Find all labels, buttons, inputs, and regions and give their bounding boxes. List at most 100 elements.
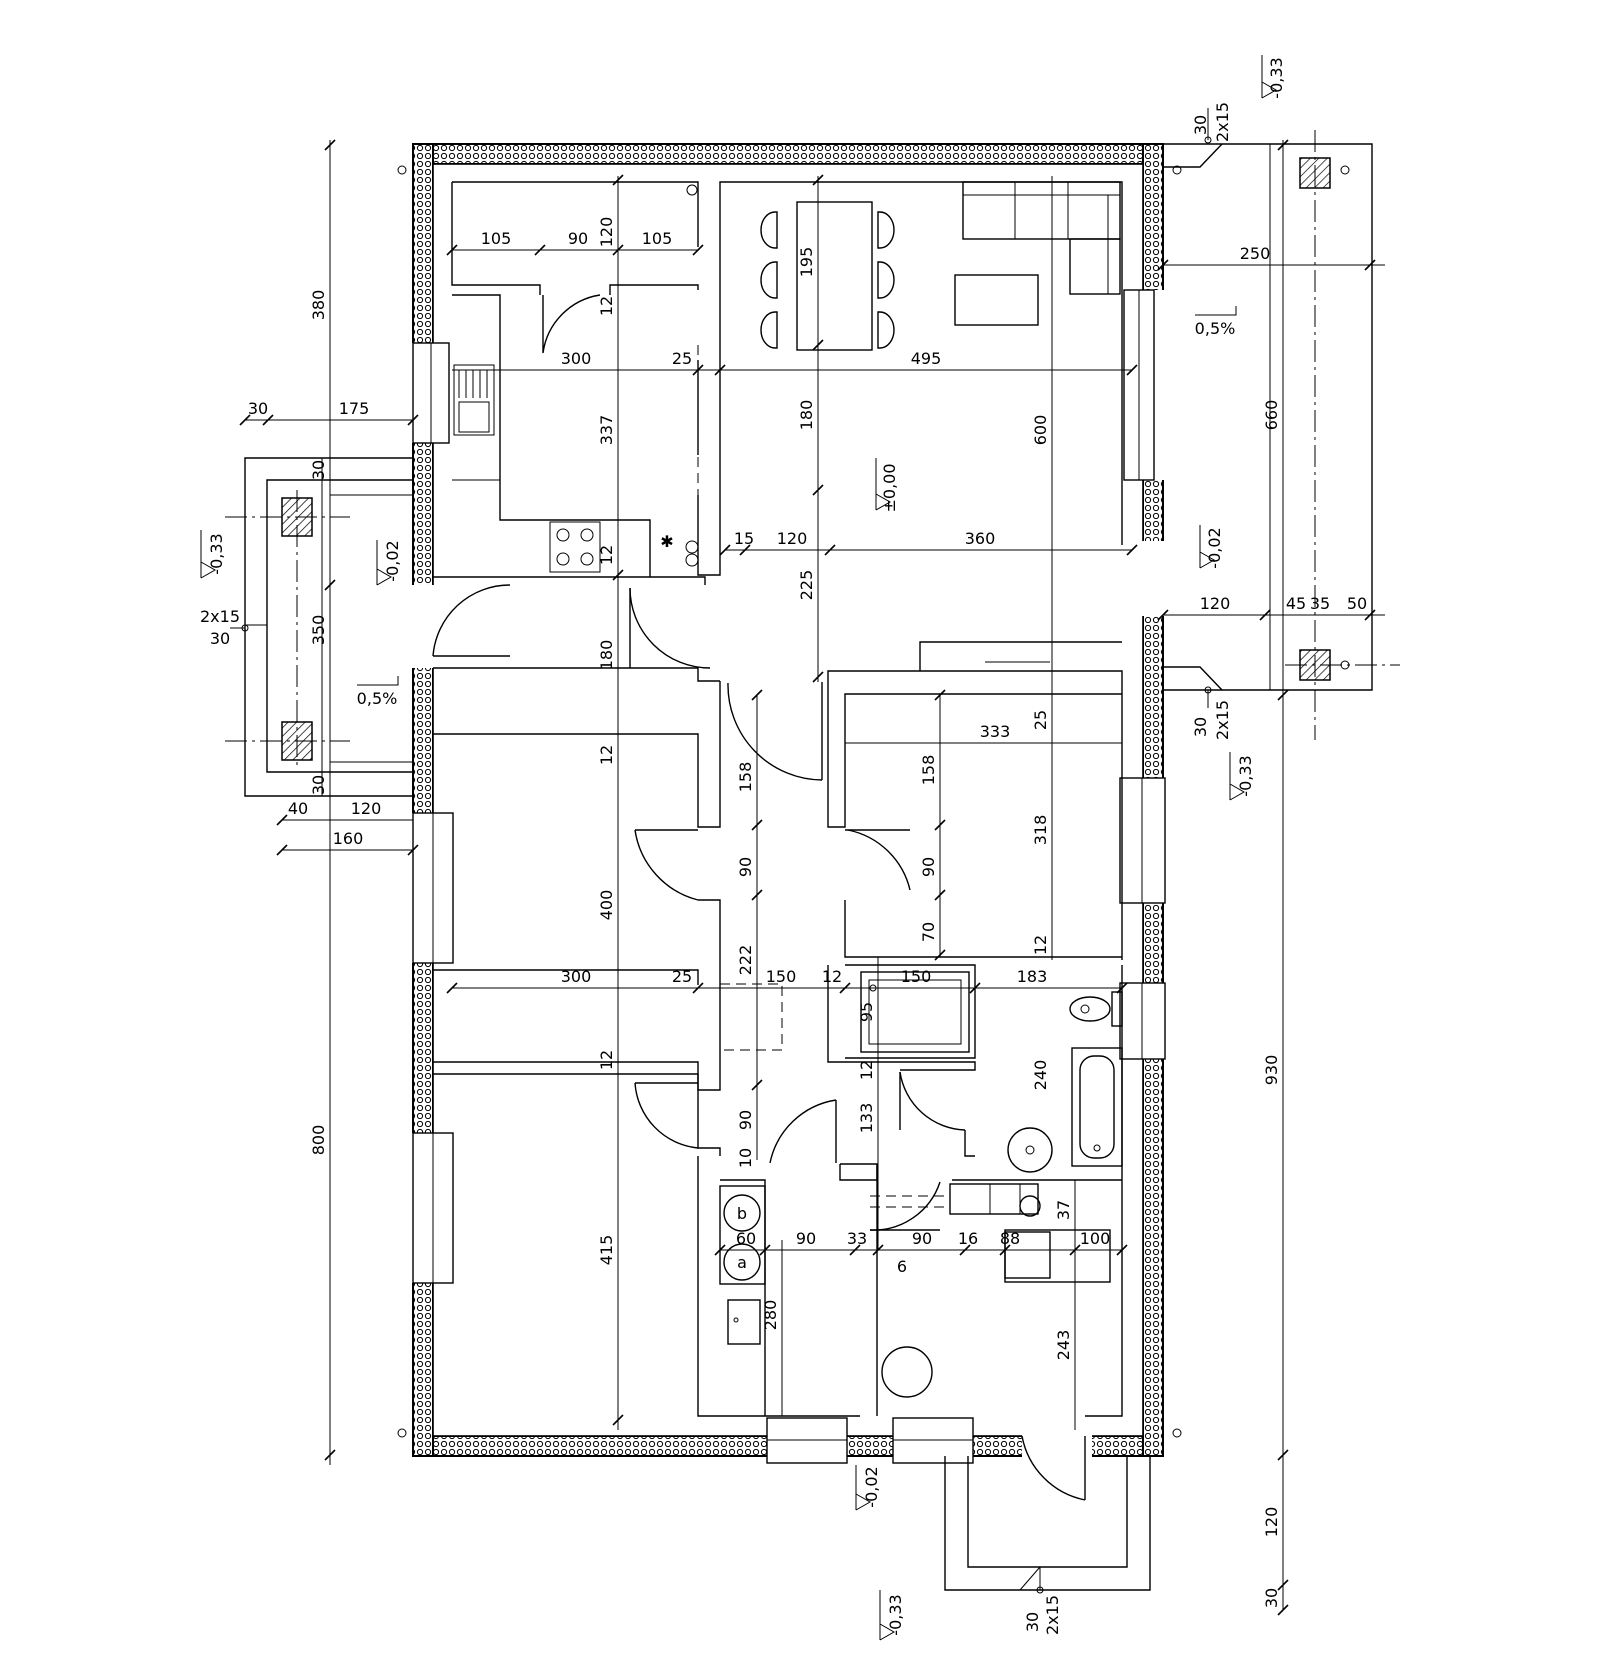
appliance-label-a: a xyxy=(737,1253,747,1272)
step-bottom: 2x15 30 xyxy=(1023,1567,1062,1635)
level-bottom-terrace: -0,33 xyxy=(879,1590,905,1641)
svg-text:30: 30 xyxy=(1191,717,1210,737)
svg-text:2x15: 2x15 xyxy=(1213,700,1232,740)
dim-r4: 222 xyxy=(736,945,755,976)
dim-b4: 318 xyxy=(1031,815,1050,846)
dim-s4: 415 xyxy=(597,1235,616,1266)
dim-l6: 120 xyxy=(777,529,808,548)
svg-text:30: 30 xyxy=(1191,115,1210,135)
dim-u4: 90 xyxy=(912,1229,932,1248)
dim-k5: 12 xyxy=(597,296,616,316)
svg-text:2x15: 2x15 xyxy=(200,607,240,626)
dim-k2: 90 xyxy=(568,229,588,248)
dim-w1: 250 xyxy=(1240,244,1271,263)
dim-u11: 243 xyxy=(1054,1330,1073,1361)
dim-w5: 45 xyxy=(1286,594,1306,613)
dim-k8: 337 xyxy=(597,415,616,446)
level-right-terrace: -0,33 xyxy=(1229,752,1255,801)
dim-r1: 400 xyxy=(597,890,616,921)
dim-e6: 350 xyxy=(309,615,328,646)
dim-m2: 25 xyxy=(672,967,692,986)
dim-t1: 12 xyxy=(857,1060,876,1080)
svg-text:-0,33: -0,33 xyxy=(1267,57,1286,98)
dim-b7: 12 xyxy=(1031,935,1050,955)
dim-l5: 15 xyxy=(734,529,754,548)
dim-w6: 35 xyxy=(1310,594,1330,613)
level-left-terrace: -0,33 xyxy=(200,530,226,579)
step-left: 2x15 30 xyxy=(200,607,249,648)
dim-m3: 150 xyxy=(766,967,797,986)
windows xyxy=(412,289,1166,1464)
bathroom-fixtures xyxy=(860,971,1123,1173)
svg-text:30: 30 xyxy=(210,629,230,648)
dim-u1: 60 xyxy=(736,1229,756,1248)
dim-l2: 195 xyxy=(797,247,816,278)
dim-k4: 105 xyxy=(642,229,673,248)
dim-l7: 360 xyxy=(965,529,996,548)
dim-l1: 495 xyxy=(911,349,942,368)
dim-m4: 12 xyxy=(822,967,842,986)
dim-l8: 225 xyxy=(797,570,816,601)
dim-e8: 40 xyxy=(288,799,308,818)
kitchen-counters: ✱ xyxy=(452,184,699,577)
svg-text:-0,02: -0,02 xyxy=(862,1466,881,1507)
dim-l4: 600 xyxy=(1031,415,1050,446)
level-right-mid: -0,02 xyxy=(1199,525,1224,569)
svg-text:2x15: 2x15 xyxy=(1043,1595,1062,1635)
dim-u5: 16 xyxy=(958,1229,978,1248)
dim-e2: 800 xyxy=(309,1125,328,1156)
svg-text:-0,02: -0,02 xyxy=(383,540,402,581)
dim-m1: 300 xyxy=(561,967,592,986)
svg-text:-0,02: -0,02 xyxy=(1205,527,1224,568)
dim-b6: 70 xyxy=(919,922,938,942)
dim-k1: 105 xyxy=(481,229,512,248)
svg-text:✱: ✱ xyxy=(660,532,673,551)
dim-t2: 240 xyxy=(1031,1060,1050,1091)
dining-table xyxy=(760,201,895,351)
dim-w9: 30 xyxy=(1262,1588,1281,1608)
dimension-labels: 105 90 120 105 12 300 25 337 12 495 195 … xyxy=(248,217,1367,1608)
step-notes: 2x15 30 2x15 30 2x15 30 2x15 30 xyxy=(200,102,1232,1635)
dim-l3: 180 xyxy=(797,400,816,431)
sofa xyxy=(954,181,1121,326)
dim-u10: 280 xyxy=(761,1300,780,1331)
level-left-step: -0,02 xyxy=(376,540,402,586)
dim-e7: 30 xyxy=(309,775,328,795)
dim-h1: 180 xyxy=(597,640,616,671)
dim-w3: 930 xyxy=(1262,1055,1281,1086)
dim-w8: 120 xyxy=(1262,1507,1281,1538)
dim-e1: 380 xyxy=(309,290,328,321)
level-bottom-step: -0,02 xyxy=(855,1465,881,1511)
dim-b3: 158 xyxy=(919,755,938,786)
dim-u6: 88 xyxy=(1000,1229,1020,1248)
dim-u2: 90 xyxy=(796,1229,816,1248)
dim-e3: 30 xyxy=(248,399,268,418)
dim-s2: 90 xyxy=(736,1110,755,1130)
utility-fixtures: b a xyxy=(719,1183,1111,1398)
dim-w2: 660 xyxy=(1262,400,1281,431)
dim-s1: 12 xyxy=(597,1050,616,1070)
dim-k7: 25 xyxy=(672,349,692,368)
svg-text:-0,33: -0,33 xyxy=(1236,755,1255,796)
slope-right: 0,5% xyxy=(1195,306,1237,338)
level-marks: ±0,00 -0,33 -0,33 -0,02 -0,02 -0,33 -0,0… xyxy=(200,55,1286,1641)
svg-text:2x15: 2x15 xyxy=(1213,102,1232,142)
dim-k6: 300 xyxy=(561,349,592,368)
dim-e10: 160 xyxy=(333,829,364,848)
dim-t3: 133 xyxy=(857,1103,876,1134)
dim-e9: 120 xyxy=(351,799,382,818)
exterior-walls xyxy=(412,143,1164,1457)
dim-w4: 120 xyxy=(1200,594,1231,613)
svg-text:-0,33: -0,33 xyxy=(207,533,226,574)
doors xyxy=(432,294,1086,1501)
dim-s3: 10 xyxy=(736,1148,755,1168)
level-top-right: -0,33 xyxy=(1261,55,1286,99)
dim-w7: 50 xyxy=(1347,594,1367,613)
dim-b1: 333 xyxy=(980,722,1011,741)
svg-text:±0,00: ±0,00 xyxy=(880,463,899,512)
svg-text:0,5%: 0,5% xyxy=(357,689,398,708)
svg-text:-0,33: -0,33 xyxy=(886,1594,905,1635)
terraces xyxy=(225,130,1400,1591)
svg-text:0,5%: 0,5% xyxy=(1195,319,1236,338)
